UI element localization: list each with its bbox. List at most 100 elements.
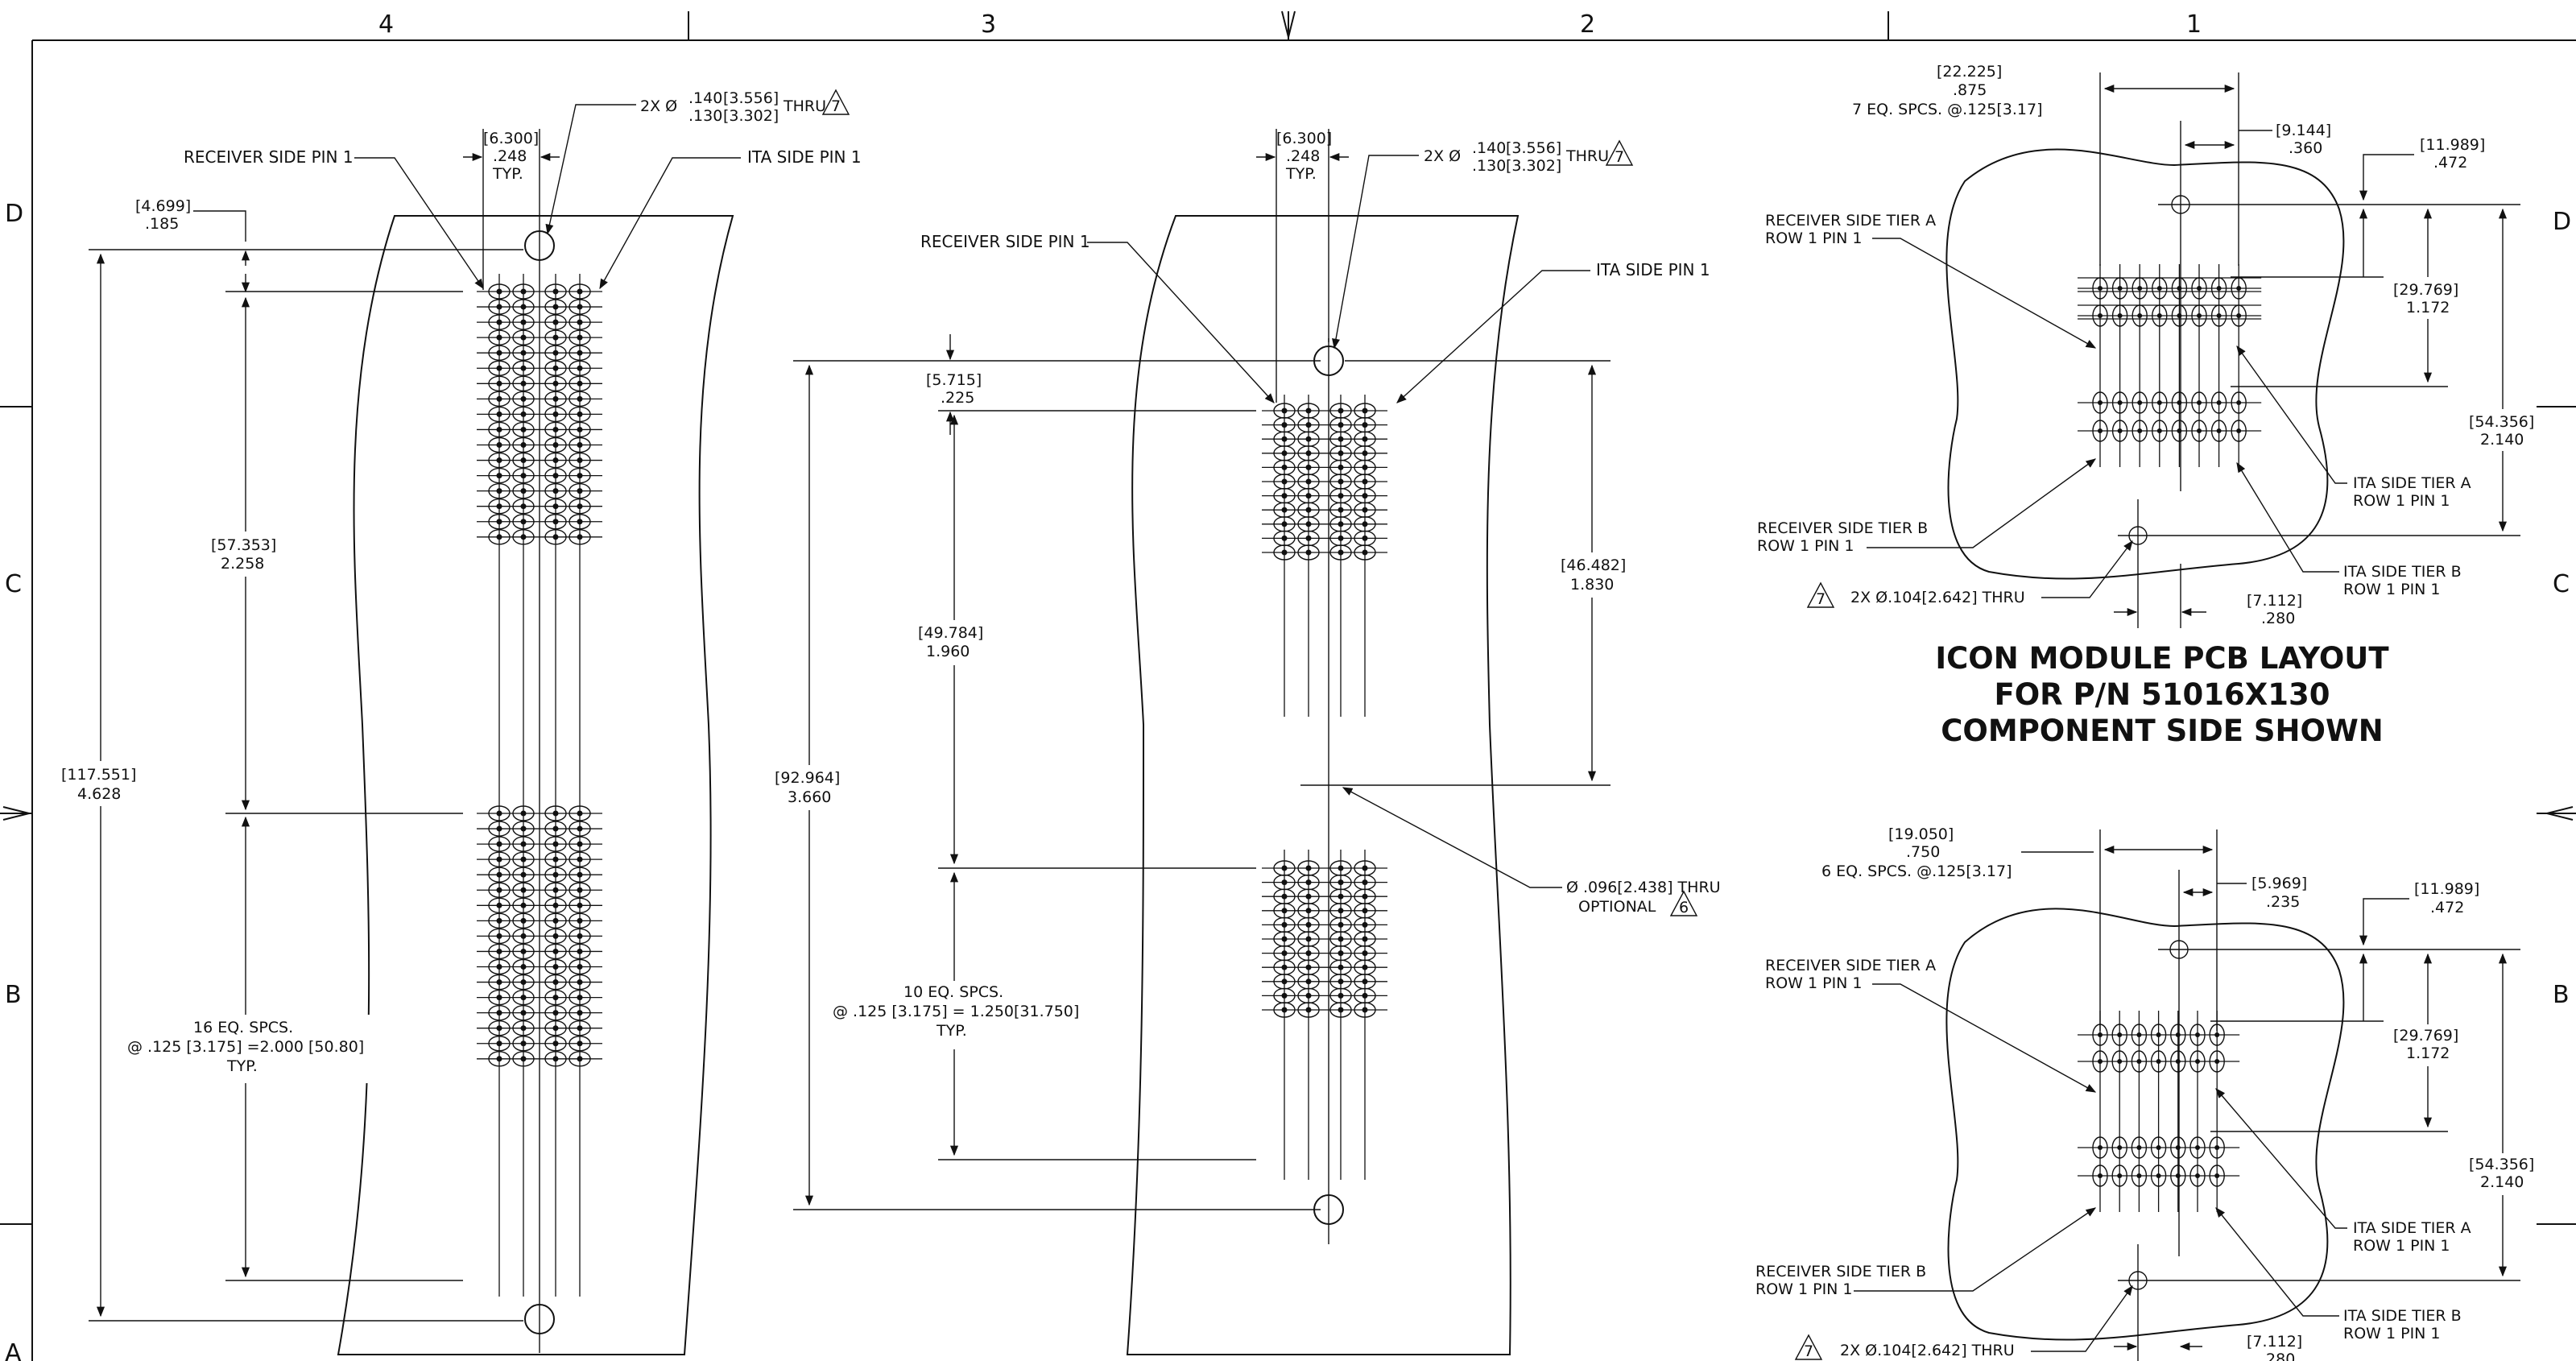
pin-hole <box>552 964 559 970</box>
lower-right-ita-b-line2: ROW 1 PIN 1 <box>2343 1325 2441 1342</box>
pin-hole <box>577 395 583 402</box>
pin-hole <box>1305 893 1312 900</box>
pin-hole <box>577 1040 583 1047</box>
pin-hole <box>577 810 583 817</box>
left-overall-in: 4.628 <box>77 785 121 803</box>
pin-hole <box>520 534 527 540</box>
upper-right-board-outline <box>1945 148 2345 580</box>
left-receiver-pin1: RECEIVER SIDE PIN 1 <box>184 147 354 167</box>
pin-pad <box>1329 544 1352 561</box>
pin-hole <box>1305 936 1312 942</box>
pin-pad <box>544 882 567 898</box>
upper-right-receiver-b-line2: ROW 1 PIN 1 <box>1757 537 1854 555</box>
pin-pad <box>544 360 567 376</box>
upper-right-tier-span-in: 1.172 <box>2406 299 2450 316</box>
pin-hole <box>2098 1032 2103 1037</box>
pin-hole <box>577 964 583 970</box>
pin-hole <box>1305 921 1312 928</box>
pin-pad <box>512 943 535 960</box>
pin-hole <box>1362 507 1368 513</box>
pin-hole <box>577 426 583 432</box>
pin-hole <box>2117 313 2123 318</box>
pin-hole <box>577 442 583 448</box>
left-hole-prefix: 2X Ø <box>640 97 677 115</box>
pin-hole <box>520 887 527 893</box>
pin-pad <box>488 1004 511 1021</box>
middle-top-offset-mm: [5.715] <box>926 371 982 389</box>
pin-hole <box>520 871 527 878</box>
pin-pad <box>512 1036 535 1052</box>
pin-hole <box>496 902 502 908</box>
pin-hole <box>1338 992 1344 999</box>
pin-hole <box>520 519 527 525</box>
pin-hole <box>496 933 502 939</box>
pin-hole <box>577 995 583 1001</box>
pin-hole <box>1338 450 1344 457</box>
pin-hole <box>1281 893 1288 900</box>
pin-hole <box>2117 400 2123 405</box>
pin-pad <box>569 329 591 345</box>
pin-hole <box>2214 1173 2220 1178</box>
pin-pad <box>2231 391 2247 414</box>
pin-hole <box>1338 478 1344 485</box>
pin-hole <box>552 810 559 817</box>
pin-hole <box>1362 978 1368 985</box>
upper-right-receiver-a-line1: RECEIVER SIDE TIER A <box>1765 212 1936 230</box>
pin-pad <box>2170 1136 2186 1159</box>
pin-pad <box>2189 1050 2206 1073</box>
pin-hole <box>2195 1145 2200 1150</box>
left-hole-thru: THRU <box>783 97 826 115</box>
pin-hole <box>520 995 527 1001</box>
pin-hole <box>2117 286 2123 291</box>
pin-pad <box>544 452 567 469</box>
pin-pad <box>544 912 567 929</box>
pin-pad <box>512 391 535 407</box>
pin-pad <box>512 283 535 300</box>
pin-hole <box>1338 893 1344 900</box>
pin-pad <box>569 436 591 453</box>
pin-pad <box>512 375 535 391</box>
pin-hole <box>496 995 502 1001</box>
pin-hole <box>1281 964 1288 970</box>
pin-hole <box>1362 908 1368 914</box>
pin-pad <box>569 836 591 852</box>
pin-hole <box>2195 1059 2200 1064</box>
pin-pad <box>544 974 567 991</box>
pin-pad <box>2111 1165 2127 1187</box>
pin-pad <box>569 928 591 945</box>
pin-hole <box>2117 1032 2123 1037</box>
pin-hole <box>552 288 559 295</box>
pin-hole <box>496 457 502 464</box>
pin-hole <box>496 948 502 954</box>
pin-hole <box>2137 400 2143 405</box>
pin-hole <box>577 319 583 325</box>
zone-col-1: 1 <box>2186 10 2202 39</box>
pin-hole <box>1281 936 1288 942</box>
pin-hole <box>1281 507 1288 513</box>
pin-pad <box>512 345 535 361</box>
drawing-title: ICON MODULE PCB LAYOUT FOR P/N 51016X130… <box>1935 641 2389 748</box>
pin-hole <box>552 995 559 1001</box>
zone-row-b-left: B <box>5 981 22 1009</box>
pin-hole <box>496 473 502 479</box>
upper-right-tier-span-mm: [29.769] <box>2393 281 2458 299</box>
pin-hole <box>2214 1032 2220 1037</box>
pin-hole <box>1338 549 1344 556</box>
zone-col-4: 4 <box>378 10 394 39</box>
pin-hole <box>577 1010 583 1016</box>
pin-hole <box>2197 400 2202 405</box>
pin-hole <box>552 825 559 832</box>
pin-pad <box>2092 1165 2108 1187</box>
pin-pad <box>1273 1002 1296 1018</box>
middle-hole-dia-min: .130 <box>1472 157 1506 175</box>
middle-block-span-mm: [49.784] <box>918 624 983 642</box>
pin-hole <box>2098 1145 2103 1150</box>
pin-hole <box>1281 422 1288 428</box>
pin-hole <box>2098 1173 2103 1178</box>
pin-hole <box>552 319 559 325</box>
pin-hole <box>2195 1032 2200 1037</box>
pin-hole <box>577 979 583 986</box>
pin-hole <box>520 350 527 356</box>
pin-hole <box>552 519 559 525</box>
